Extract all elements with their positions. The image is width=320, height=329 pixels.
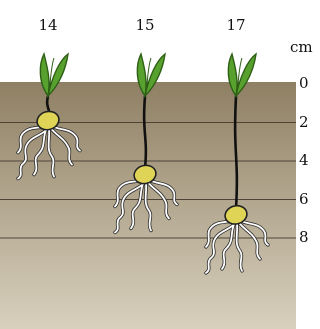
stem-17 [235, 96, 237, 209]
unit-label: cm [290, 40, 313, 55]
stem-15 [144, 96, 146, 168]
depth-label-0: 0 [299, 76, 309, 91]
plant-label-15: 15 [125, 18, 165, 33]
plant-label-17: 17 [216, 18, 256, 33]
depth-label-4: 4 [299, 153, 309, 168]
plant-label-14: 14 [28, 18, 68, 33]
depth-label-6: 6 [299, 192, 309, 207]
depth-label-2: 2 [299, 115, 309, 130]
depth-label-8: 8 [299, 230, 309, 245]
